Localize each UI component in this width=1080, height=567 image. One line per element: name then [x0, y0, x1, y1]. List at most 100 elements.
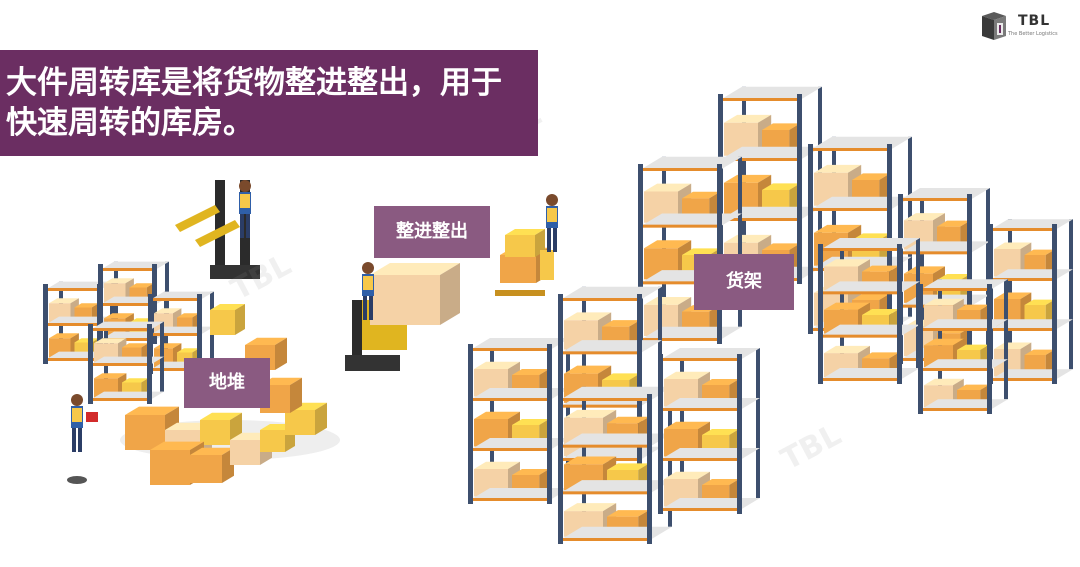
- rack-beam: [560, 404, 640, 408]
- box: [862, 265, 900, 272]
- box: [564, 503, 617, 512]
- rack-beam: [920, 288, 990, 291]
- rack-post: [897, 244, 902, 384]
- rack-shelf: [560, 340, 662, 354]
- rack-post: [558, 294, 563, 464]
- person-vest: [547, 208, 557, 222]
- rack-shelf: [560, 286, 662, 300]
- box: [190, 447, 234, 455]
- box: [824, 345, 870, 354]
- box: [122, 378, 149, 383]
- forklift-mast: [215, 180, 225, 270]
- rack-beam: [640, 338, 720, 341]
- whole-in-out-label: 整进整出: [374, 206, 490, 258]
- rack-beam: [720, 158, 800, 161]
- rack-beam: [45, 323, 100, 326]
- rack-shelf: [100, 261, 169, 270]
- box: [862, 352, 900, 359]
- box: [924, 298, 964, 306]
- box: [370, 275, 440, 325]
- rack-shelf: [820, 238, 920, 250]
- rack-shelf: [470, 438, 570, 450]
- rack-shelf: [660, 498, 760, 510]
- box: [924, 338, 964, 346]
- box: [104, 313, 134, 319]
- rack-beam: [100, 268, 155, 271]
- rack-beam: [150, 333, 200, 336]
- pallet-jack: [540, 250, 554, 280]
- box: [474, 361, 520, 369]
- box: [564, 409, 617, 418]
- rack-shelf: [810, 196, 912, 210]
- person-leg: [72, 428, 76, 452]
- rack-beam: [820, 378, 900, 381]
- box: [210, 304, 245, 310]
- person-head: [546, 194, 558, 206]
- box: [602, 320, 641, 327]
- rack-beam: [45, 358, 100, 361]
- person-shadow: [67, 476, 87, 484]
- box: [150, 441, 204, 450]
- forklift-base: [345, 355, 400, 371]
- rack-beam: [560, 398, 650, 401]
- rack-shelf: [470, 488, 570, 500]
- rack-shelf: [920, 279, 1008, 290]
- rack-beam: [660, 458, 740, 461]
- rack-post: [987, 284, 992, 414]
- rack-beam: [920, 328, 990, 331]
- rack-post: [558, 394, 563, 544]
- box: [190, 455, 222, 483]
- floor-stack-label: 地堆: [184, 358, 270, 408]
- rack-beam: [90, 328, 150, 331]
- box: [370, 263, 460, 275]
- rack-post: [43, 284, 48, 364]
- rack-beam: [920, 408, 990, 411]
- rack-shelf: [660, 398, 760, 410]
- rack-shelf: [640, 326, 742, 340]
- box: [724, 114, 772, 123]
- forklift-fork: [175, 205, 220, 232]
- tbl-logo-icon: [982, 12, 1006, 40]
- box: [957, 304, 990, 310]
- box: [644, 240, 692, 249]
- rack-shelf: [90, 391, 164, 400]
- rack-beam: [470, 448, 550, 451]
- rack-shelf: [920, 399, 1008, 410]
- forklift-base: [210, 265, 260, 279]
- rack-beam: [560, 538, 650, 541]
- rack-post: [1069, 219, 1073, 370]
- box: [129, 318, 154, 323]
- rack-beam: [990, 278, 1055, 281]
- box: [824, 302, 870, 310]
- person-leg: [553, 228, 557, 252]
- box: [862, 309, 900, 315]
- box: [724, 174, 772, 183]
- rack-beam: [45, 288, 100, 291]
- box: [150, 450, 190, 485]
- rack-beam: [720, 98, 800, 101]
- rack-shelf: [660, 448, 760, 460]
- rack-beam: [820, 334, 900, 338]
- rack-shelf: [560, 386, 672, 400]
- rack-beam: [560, 491, 650, 495]
- box: [814, 224, 862, 233]
- box: [230, 440, 260, 465]
- rack-post: [738, 156, 742, 327]
- box: [1024, 249, 1055, 255]
- box: [607, 463, 650, 470]
- rack-shelf: [90, 321, 164, 330]
- rack-shelf: [720, 146, 822, 160]
- rack-post: [756, 348, 760, 498]
- rack-beam: [660, 508, 740, 511]
- rack-post: [152, 264, 157, 344]
- box: [994, 342, 1032, 349]
- box: [644, 183, 692, 192]
- box: [505, 229, 545, 235]
- box: [937, 274, 971, 280]
- rack-beam: [470, 498, 550, 501]
- box: [814, 164, 862, 173]
- box: [512, 419, 550, 425]
- forklift-fork: [195, 220, 240, 247]
- rack-shelf: [640, 156, 742, 170]
- box: [762, 183, 801, 190]
